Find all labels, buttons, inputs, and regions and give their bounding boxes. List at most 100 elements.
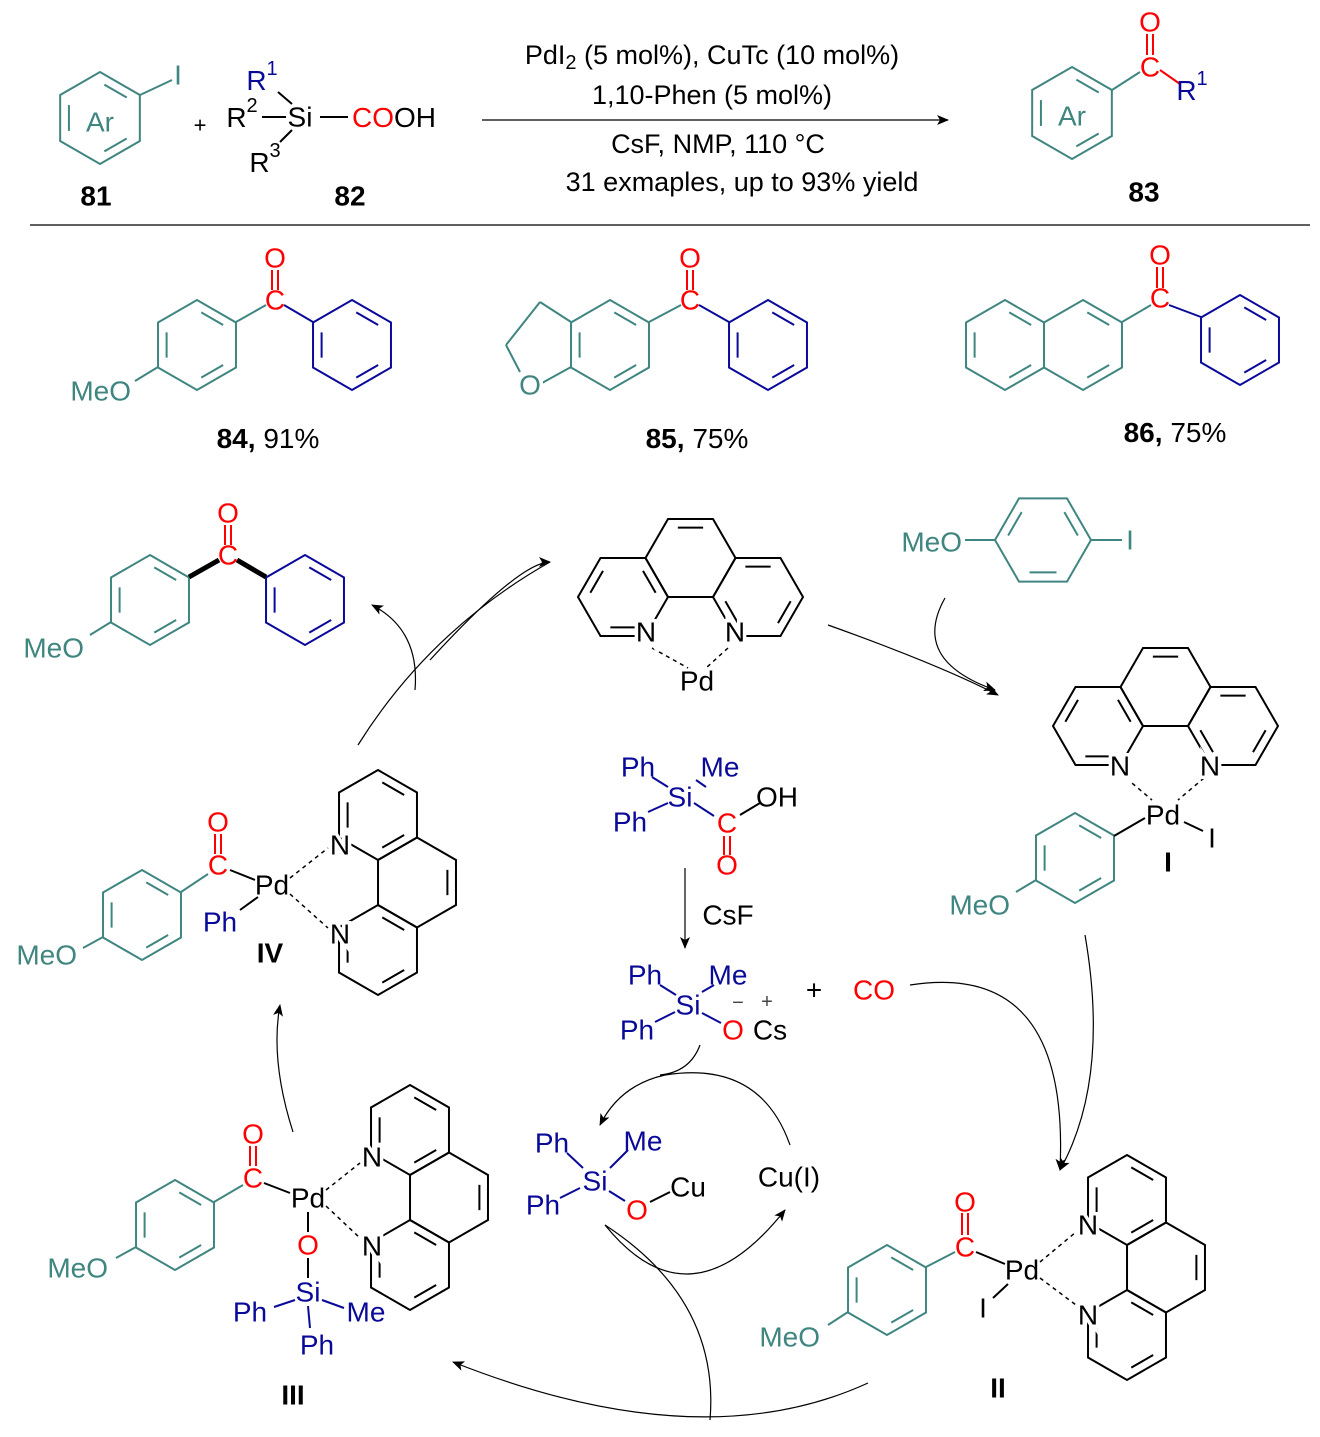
bond xyxy=(235,304,267,323)
plus-sign: + xyxy=(194,113,207,138)
nitrogen-atom: N xyxy=(330,919,350,950)
intermediate-label: IV xyxy=(257,938,284,969)
bond xyxy=(739,802,761,816)
compound-label: 81 xyxy=(80,181,111,212)
intermediate-I: N N Pd I MeO I xyxy=(949,747,1223,921)
coordination-bond xyxy=(325,1162,361,1191)
bond xyxy=(235,557,268,580)
ring-label: Ar xyxy=(86,107,114,138)
bond xyxy=(229,869,256,881)
coordination-bond xyxy=(1039,1277,1077,1306)
phenyl: Ph xyxy=(621,752,655,783)
phen-pd-catalyst: N N Pd xyxy=(632,613,748,697)
bond xyxy=(648,304,682,323)
nitrogen-atom: N xyxy=(1110,751,1130,782)
oxygen-atom: O xyxy=(626,1195,648,1226)
bond xyxy=(1159,69,1181,85)
bond xyxy=(541,366,572,384)
product-83: Ar C O R1 83 xyxy=(1058,7,1208,208)
aryl-ring xyxy=(59,70,141,166)
coordination-bond xyxy=(289,893,329,929)
bond xyxy=(180,873,209,893)
methoxy: MeO xyxy=(759,1322,820,1353)
coordination-bond xyxy=(1125,777,1153,801)
bond xyxy=(649,1191,671,1203)
phenyl: Ph xyxy=(535,1128,569,1159)
bond xyxy=(263,1182,291,1194)
bond xyxy=(975,1251,1006,1265)
nitrogen-atom: N xyxy=(1078,1210,1098,1241)
pyridine-ring xyxy=(370,1083,450,1177)
bond xyxy=(647,802,669,813)
benzene-ring xyxy=(102,868,182,962)
methoxy: MeO xyxy=(901,527,962,558)
bond xyxy=(566,1152,584,1169)
bond xyxy=(925,1251,956,1268)
nitrogen-atom: N xyxy=(636,617,656,648)
bond xyxy=(505,344,521,373)
conditions-line-1: PdI2 (5 mol%), CuTc (10 mol%) xyxy=(525,40,899,74)
bond xyxy=(701,984,715,993)
conditions-line-4: 31 exmaples, up to 93% yield xyxy=(566,167,919,197)
central-ring xyxy=(409,1151,489,1244)
aryl-ring xyxy=(1031,65,1113,161)
nitrogen-atom: N xyxy=(362,1231,382,1262)
carbonyl-c: C xyxy=(243,1163,263,1194)
bond xyxy=(82,936,104,949)
carbonyl-c: C xyxy=(218,540,238,571)
bond xyxy=(213,1184,244,1203)
methoxy: MeO xyxy=(23,633,84,664)
carbonyl-o: O xyxy=(954,1187,976,1218)
minus-charge: − xyxy=(732,992,744,1014)
conditions-line-2: 1,10-Phen (5 mol%) xyxy=(592,80,832,110)
silanecarboxylic-acid: Ph Me Si Ph C OH O xyxy=(613,752,798,881)
palladium-atom: Pd xyxy=(1146,800,1180,831)
benzene-ring xyxy=(110,553,190,647)
example-85: O C O 85, 75% xyxy=(516,243,749,454)
intermediate-III: MeO C O Pd N N O Si Ph Me Ph III xyxy=(47,1119,385,1411)
ring-label: Ar xyxy=(1058,101,1086,132)
si-atom: Si xyxy=(288,102,313,133)
si-atom: Si xyxy=(668,782,693,813)
oxygen-anion: O xyxy=(722,1015,744,1046)
co-arrow xyxy=(909,981,1066,1171)
copper-catalyst: Cu(I) xyxy=(758,1162,820,1193)
palladium-atom: Pd xyxy=(1005,1255,1039,1286)
intermediate-label: I xyxy=(1164,847,1172,878)
bond xyxy=(283,304,314,323)
carbonyl-o: O xyxy=(207,807,229,838)
bond xyxy=(559,1187,581,1199)
benzene-ring xyxy=(135,1178,215,1272)
plus-charge: + xyxy=(761,991,773,1013)
coordination-bond xyxy=(1177,777,1205,801)
bond xyxy=(279,129,293,143)
si-atom: Si xyxy=(583,1166,608,1197)
example-86: C O 86, 75% xyxy=(1124,240,1227,448)
reactant-81: Ar I 81 xyxy=(80,60,181,212)
bond xyxy=(1121,304,1152,323)
methyl: Me xyxy=(347,1297,386,1328)
bond xyxy=(695,779,707,788)
nitrogen-atom: N xyxy=(1200,751,1220,782)
bond xyxy=(139,79,173,96)
palladium-atom: Pd xyxy=(291,1183,325,1214)
compound-label: 83 xyxy=(1128,177,1159,208)
reagent-csf: CsF xyxy=(702,900,753,931)
r1-label: R1 xyxy=(1176,68,1207,106)
yield-label: 86, 75% xyxy=(1124,417,1227,448)
bond xyxy=(134,366,159,382)
carbonyl-c: C xyxy=(955,1232,975,1263)
hydroxyl: OH xyxy=(756,782,798,813)
bond xyxy=(539,301,572,323)
bond xyxy=(1015,879,1037,893)
bond xyxy=(693,802,715,817)
phenyl: Ph xyxy=(203,907,237,938)
benzene-ring xyxy=(157,298,237,392)
bond xyxy=(1113,817,1146,837)
bond xyxy=(701,1012,722,1024)
carbonyl-o: O xyxy=(217,498,239,529)
aryl-iodide: MeO I xyxy=(901,525,1134,558)
bond xyxy=(239,896,259,911)
oxygen-atom: O xyxy=(297,1230,319,1261)
carbonyl-c: C xyxy=(1150,283,1170,314)
